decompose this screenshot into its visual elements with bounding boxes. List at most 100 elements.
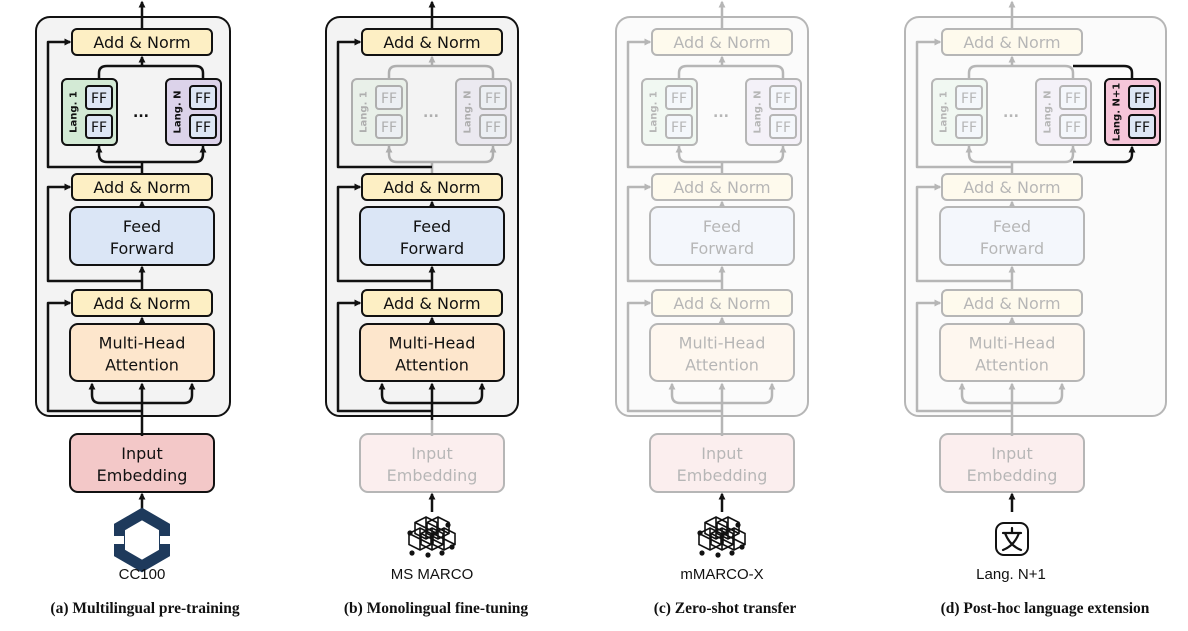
adapter-lang-n-ff-box-2 bbox=[1059, 114, 1087, 139]
adapter-ellipsis: ... bbox=[133, 105, 149, 121]
add-norm-middle-label: Add & Norm bbox=[93, 178, 190, 197]
adapter-lang-n-ff-label-1: FF bbox=[485, 91, 501, 107]
residual-adapter bbox=[46, 38, 142, 169]
adapter-lang-1-box bbox=[931, 78, 988, 146]
adapter-lang-1-ff-label-2: FF bbox=[91, 120, 107, 136]
cube-network-node-1 bbox=[409, 550, 415, 556]
add-norm-top-label: Add & Norm bbox=[383, 33, 480, 52]
attention-fork-left bbox=[88, 382, 142, 405]
adapter-ellipsis: ... bbox=[713, 105, 729, 121]
encoder-container bbox=[904, 16, 1167, 417]
panel-caption-c: (c) Zero-shot transfer bbox=[653, 600, 797, 617]
hexagon-logo-left-gap bbox=[112, 536, 124, 544]
cube-network-node-3 bbox=[729, 550, 735, 556]
adapter-n1-output-route bbox=[1073, 64, 1134, 79]
adapter-lang-1-label: Lang. 1 bbox=[359, 91, 370, 133]
add-norm-bottom bbox=[651, 289, 793, 317]
attention-fork-right bbox=[142, 382, 196, 405]
adapter-lang-n-label: Lang. N bbox=[1043, 90, 1054, 133]
adapter-fork-bottom bbox=[967, 145, 1075, 164]
add-norm-bottom-label: Add & Norm bbox=[963, 294, 1060, 313]
attention-fork-right bbox=[1012, 382, 1066, 405]
input-embedding-block-line-2: Embedding bbox=[387, 466, 478, 485]
attention-fork-right bbox=[722, 382, 776, 405]
adapter-lang-n1-ff-box-1 bbox=[1128, 85, 1156, 110]
feed-forward-block-line-2: Forward bbox=[690, 239, 754, 258]
add-norm-middle-label: Add & Norm bbox=[383, 178, 480, 197]
adapter-lang-1-ff-box-2 bbox=[955, 114, 983, 139]
adapter-merge-top bbox=[387, 64, 495, 79]
adapter-merge-top bbox=[967, 64, 1075, 79]
language-character-icon bbox=[995, 522, 1029, 556]
adapter-lang-n-ff-box-2 bbox=[479, 114, 507, 139]
residual-ffn bbox=[626, 183, 722, 283]
feed-forward-block-line-2: Forward bbox=[400, 239, 464, 258]
multi-head-attention-block-line-2: Attention bbox=[975, 356, 1049, 375]
language-icon-frame bbox=[995, 522, 1029, 556]
multi-head-attention-block-line-1: Multi-Head bbox=[99, 334, 186, 353]
input-embedding-block-line-1: Input bbox=[121, 444, 162, 463]
language-icon-glyph bbox=[1001, 526, 1023, 552]
adapter-lang-1-ff-label-1: FF bbox=[961, 91, 977, 107]
cube-network-node-1 bbox=[699, 550, 705, 556]
add-norm-top bbox=[941, 28, 1083, 56]
attention-fork-right bbox=[432, 382, 486, 405]
adapter-lang-n-ff-label-1: FF bbox=[775, 91, 791, 107]
adapter-lang-1-label: Lang. 1 bbox=[69, 91, 80, 133]
input-embedding-block-line-2: Embedding bbox=[677, 466, 768, 485]
adapter-lang-n1-ff-label-2: FF bbox=[1134, 120, 1150, 136]
add-norm-top-label: Add & Norm bbox=[673, 33, 770, 52]
hexagon-logo-right-gap bbox=[160, 536, 172, 544]
cube-network-node-3 bbox=[439, 550, 445, 556]
cube-network-cube-4 bbox=[704, 516, 728, 540]
residual-ffn bbox=[915, 183, 1012, 283]
add-norm-top-label: Add & Norm bbox=[93, 33, 190, 52]
adapter-lang-1-ff-box-2 bbox=[375, 114, 403, 139]
adapter-lang-1-ff-label-2: FF bbox=[381, 120, 397, 136]
add-norm-middle bbox=[361, 173, 503, 201]
panel-caption-b: (b) Monolingual fine-tuning bbox=[343, 600, 529, 617]
adapter-lang-n-ff-box-1 bbox=[479, 85, 507, 110]
adapter-lang-1-ff-label-2: FF bbox=[961, 120, 977, 136]
hexagon-logo-icon bbox=[112, 507, 172, 573]
cube-network-icon bbox=[407, 516, 456, 558]
residual-ffn bbox=[46, 183, 142, 283]
adapter-lang-1-ff-box-2 bbox=[85, 114, 113, 139]
cube-network-cube-4 bbox=[414, 516, 438, 540]
cube-network-cube-5 bbox=[426, 516, 450, 540]
adapter-lang-n-ff-label-2: FF bbox=[195, 120, 211, 136]
adapter-lang-n-box bbox=[455, 78, 512, 146]
adapter-fork-bottom bbox=[97, 145, 205, 164]
input-embedding-block-line-1: Input bbox=[991, 444, 1032, 463]
adapter-lang-1-ff-box-1 bbox=[85, 85, 113, 110]
adapter-lang-n1-ff-label-1: FF bbox=[1134, 91, 1150, 107]
multi-head-attention-block bbox=[939, 323, 1085, 382]
adapter-lang-n-ff-label-1: FF bbox=[1065, 91, 1081, 107]
adapter-lang-n-ff-box-1 bbox=[189, 85, 217, 110]
adapter-n1-input-route bbox=[1073, 145, 1136, 164]
add-norm-bottom bbox=[941, 289, 1083, 317]
multi-head-attention-block-line-2: Attention bbox=[105, 356, 179, 375]
add-norm-bottom-label: Add & Norm bbox=[383, 294, 480, 313]
adapter-lang-n-ff-box-1 bbox=[1059, 85, 1087, 110]
cube-network-node-2 bbox=[715, 552, 721, 558]
add-norm-top bbox=[651, 28, 793, 56]
cube-network-icon bbox=[697, 516, 746, 558]
multi-head-attention-block-line-1: Multi-Head bbox=[389, 334, 476, 353]
hexagon-logo-ring bbox=[114, 507, 170, 573]
